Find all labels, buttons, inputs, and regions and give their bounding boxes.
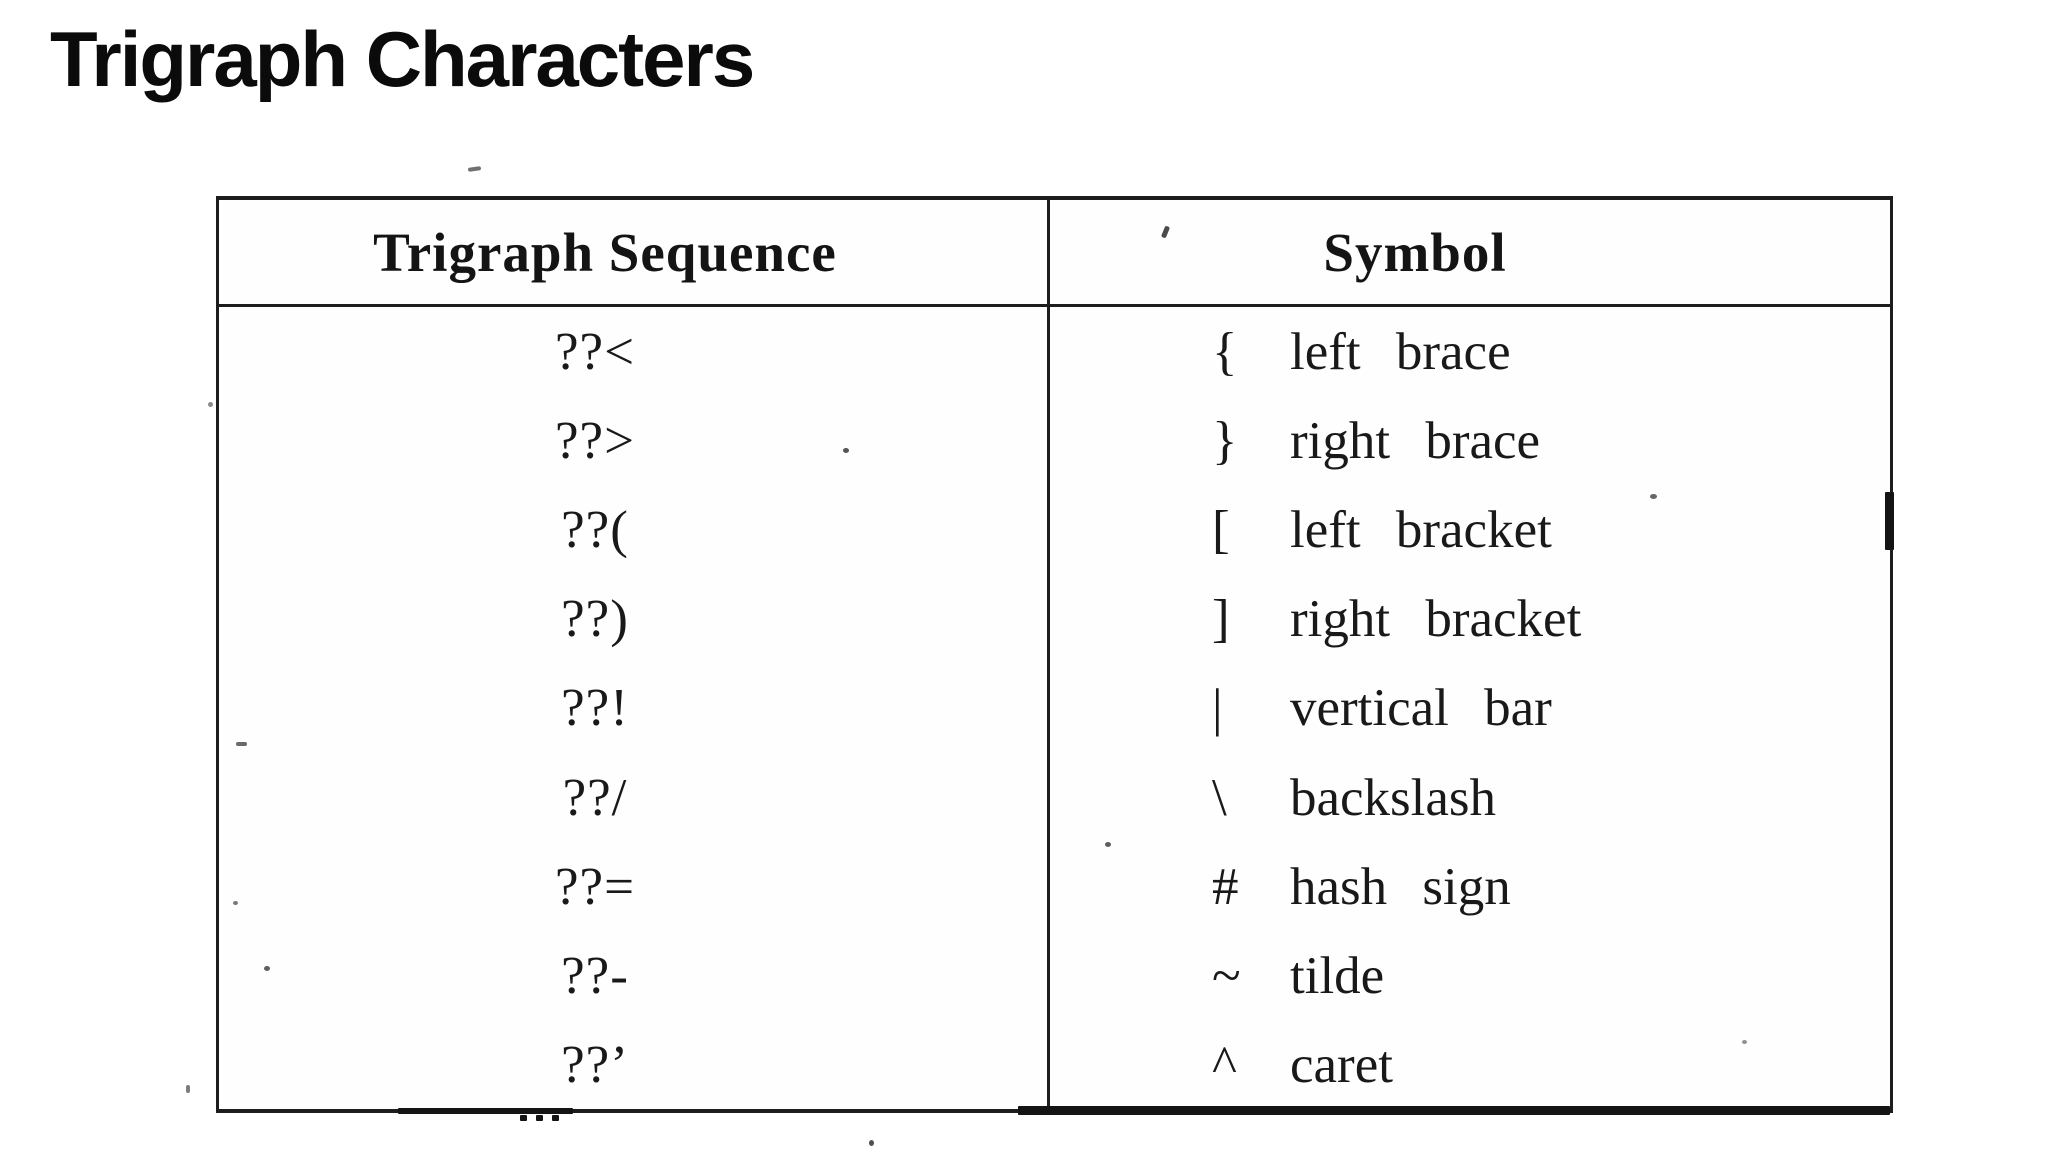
symbol-name: backslash [1290, 768, 1497, 827]
scan-artifact [1105, 842, 1111, 847]
symbol-name: left bracket [1290, 501, 1552, 560]
symbol-cell: | vertical bar [1050, 664, 1890, 753]
page-title: Trigraph Characters [50, 15, 755, 103]
table-header-row: Trigraph Sequence Symbol [219, 200, 1890, 307]
scan-border-segment [398, 1108, 573, 1114]
scan-border-segment [520, 1115, 527, 1121]
trigraph-sequence-cell: ??! [219, 663, 1050, 754]
scan-artifact [236, 742, 247, 746]
table-body: ??< { left brace ??>} right brace ??( [ left br… [219, 307, 1890, 1110]
symbol-cell: # hash sign [1050, 842, 1890, 931]
trigraph-sequence-cell: ??< [219, 307, 1050, 397]
symbol-cell: [ left bracket [1050, 485, 1890, 574]
symbol-cell: ] right bracket [1050, 575, 1890, 664]
table-row: ??)] right bracket [219, 574, 1890, 664]
symbol-name: right bracket [1290, 590, 1582, 649]
symbol-character: ~ [1212, 947, 1241, 1006]
trigraph-sequence: ??( [561, 501, 629, 560]
table-row: ??’ ^ caret [219, 1020, 1890, 1110]
scan-artifact [208, 402, 213, 407]
table-row: ??= # hash sign [219, 842, 1890, 932]
table-row: ??>} right brace [219, 396, 1890, 486]
trigraph-sequence: ??/ [562, 768, 628, 827]
symbol-name: hash sign [1290, 857, 1511, 916]
symbol-name: right brace [1290, 411, 1541, 470]
table-row: ??/ \ backslash [219, 753, 1890, 843]
scan-artifact [843, 448, 849, 453]
trigraph-sequence-cell: ??> [219, 396, 1050, 486]
symbol-character: ^ [1212, 1036, 1237, 1095]
scan-artifact [869, 1140, 874, 1146]
symbol-character: { [1212, 322, 1238, 381]
table-row: ??- ~ tilde [219, 931, 1890, 1021]
header-trigraph-sequence-label: Trigraph Sequence [373, 221, 837, 283]
trigraph-sequence: ??- [561, 947, 629, 1006]
symbol-cell: ~ tilde [1050, 932, 1890, 1021]
header-symbol-label: Symbol [1323, 221, 1507, 283]
symbol-character: ] [1212, 590, 1230, 649]
symbol-character: | [1212, 679, 1223, 738]
symbol-cell: } right brace [1050, 396, 1890, 485]
table-row: ??( [ left bracket [219, 485, 1890, 575]
trigraph-sequence-cell: ??’ [219, 1020, 1050, 1110]
scan-border-segment [536, 1115, 543, 1121]
scan-border-segment [552, 1115, 559, 1121]
trigraph-sequence-cell: ??- [219, 931, 1050, 1021]
header-trigraph-sequence: Trigraph Sequence [219, 200, 1050, 304]
trigraph-sequence-cell: ??) [219, 574, 1050, 664]
symbol-cell: ^ caret [1050, 1021, 1890, 1110]
table-row: ??< { left brace [219, 307, 1890, 397]
symbol-name: vertical bar [1290, 679, 1552, 738]
symbol-name: tilde [1290, 947, 1385, 1006]
header-symbol: Symbol [1050, 200, 1890, 304]
trigraph-sequence: ??= [555, 857, 635, 916]
symbol-character: } [1212, 411, 1238, 470]
symbol-character: # [1212, 857, 1239, 916]
scan-artifact [1650, 494, 1657, 499]
trigraph-table: Trigraph Sequence Symbol ??< { left brace?… [216, 196, 1893, 1113]
scan-artifact [264, 966, 270, 971]
trigraph-sequence: ??’ [561, 1036, 629, 1095]
trigraph-sequence-cell: ??= [219, 842, 1050, 932]
trigraph-sequence: ??! [561, 679, 629, 738]
scan-border-segment [1018, 1106, 1890, 1115]
trigraph-sequence: ??> [555, 411, 635, 470]
scan-artifact [186, 1085, 190, 1093]
table-row: ??! | vertical bar [219, 663, 1890, 754]
scan-border-segment [1885, 492, 1894, 550]
symbol-name: caret [1290, 1036, 1393, 1095]
trigraph-sequence: ??< [555, 322, 635, 381]
symbol-name: left brace [1290, 322, 1511, 381]
symbol-character: \ [1212, 768, 1227, 827]
trigraph-sequence-cell: ??/ [219, 753, 1050, 843]
symbol-cell: \ backslash [1050, 753, 1890, 842]
scan-artifact [233, 901, 238, 905]
symbol-character: [ [1212, 501, 1230, 560]
scan-artifact [1742, 1040, 1747, 1044]
symbol-cell: { left brace [1050, 307, 1890, 396]
scan-artifact [467, 166, 482, 172]
trigraph-sequence: ??) [561, 590, 629, 649]
trigraph-sequence-cell: ??( [219, 485, 1050, 575]
